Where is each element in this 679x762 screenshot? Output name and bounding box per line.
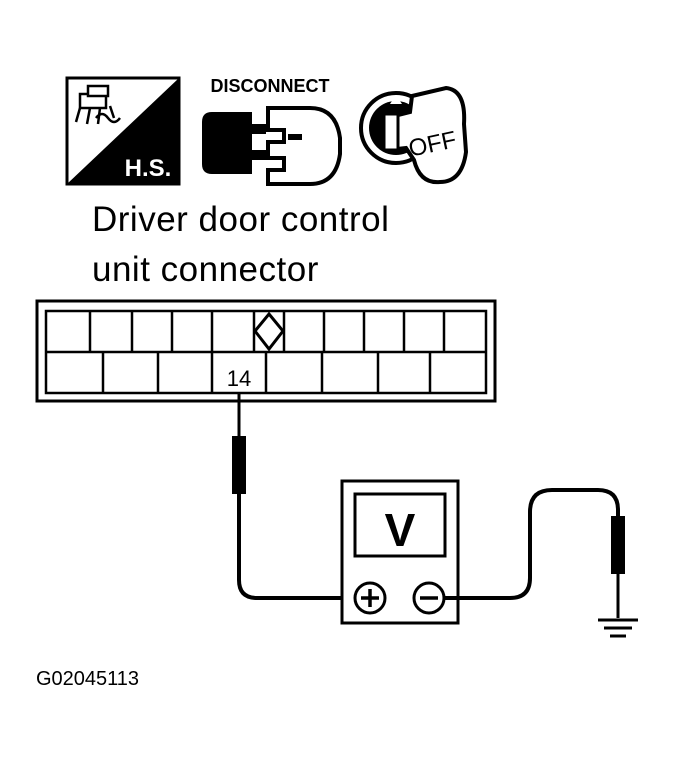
negative-probe-lead [444, 488, 625, 618]
connector-title-line-1: Driver door control [92, 200, 390, 239]
ignition-key-icon: OFF [359, 85, 469, 185]
voltmeter: V [340, 479, 460, 625]
connector-key-diamond [253, 311, 285, 352]
voltmeter-label: V [385, 504, 416, 556]
ground-icon [598, 618, 638, 638]
connector-face: 14 [35, 299, 497, 403]
connector-title-line-2: unit connector [92, 250, 319, 289]
disconnect-label: DISCONNECT [210, 76, 329, 96]
figure-id: G02045113 [36, 668, 140, 690]
positive-probe-lead [232, 392, 354, 600]
hs-icon: H.S. [65, 76, 181, 186]
connector-bottom-row [101, 352, 432, 393]
hs-label: H.S. [125, 155, 172, 182]
terminal-number: 14 [227, 366, 251, 391]
connector-disconnect-icon: DISCONNECT [202, 76, 342, 186]
